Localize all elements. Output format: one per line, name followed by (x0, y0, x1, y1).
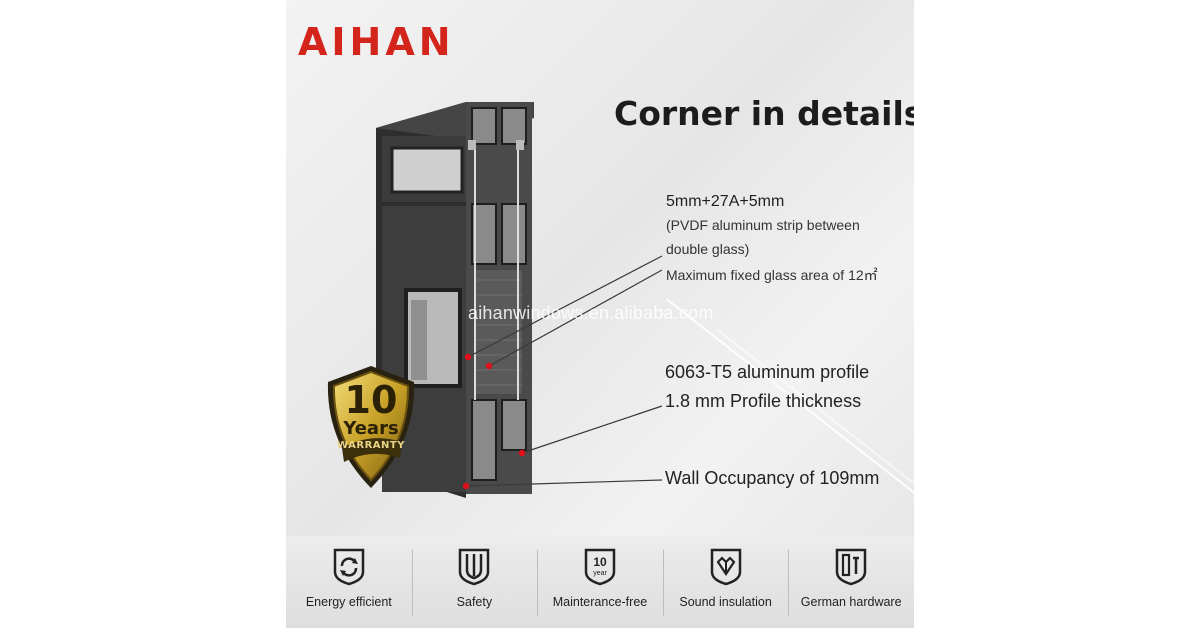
warranty-number: 10 (344, 378, 398, 422)
warranty-shield-icon (327, 366, 415, 488)
warranty-label: WARRANTY (337, 440, 405, 451)
feature-label: Safety (456, 595, 493, 609)
icon-text: year (593, 570, 607, 577)
brand-logo: AIHAN (298, 20, 455, 64)
feature-label: Energy efficient (305, 595, 392, 609)
ten-year-icon: 10 year (584, 548, 616, 586)
sound-icon (710, 548, 741, 586)
feature-maintenance-free: 10 year Mainterance-free (537, 536, 663, 628)
wall-occupancy-spec: Wall Occupancy of 109mm (665, 468, 880, 488)
hardware-icon (835, 548, 867, 586)
watermark: aihanwindows.en.alibaba.com (468, 303, 714, 323)
feature-energy-efficient: Energy efficient (286, 536, 412, 628)
glass-spec-line: (PVDF aluminum strip between (666, 217, 860, 233)
feature-label: Mainterance-free (552, 595, 648, 609)
glass-spec-title: 5mm+27A+5mm (666, 193, 785, 210)
feature-label: German hardware (800, 595, 902, 609)
glass-area-spec: Maximum fixed glass area of 12㎡ (666, 267, 878, 283)
feature-strip: Energy efficient Safety 10 year Maintera… (286, 536, 914, 628)
page-title: Corner in details (614, 94, 914, 133)
window-corner-illustration (376, 102, 534, 498)
glass-spec-line: double glass) (666, 241, 750, 257)
feature-sound-insulation: Sound insulation (662, 536, 789, 628)
shield-icon (459, 548, 490, 586)
feature-label: Sound insulation (679, 595, 772, 609)
product-panel: AIHAN Corner in details (286, 0, 914, 628)
warranty-years: Years (343, 418, 399, 439)
thickness-spec: 1.8 mm Profile thickness (665, 391, 862, 411)
icon-text: 10 (593, 555, 607, 569)
energy-icon (333, 548, 365, 586)
feature-safety: Safety (411, 536, 538, 628)
leader-lines (462, 255, 663, 490)
feature-german-hardware: German hardware (788, 536, 914, 628)
profile-spec: 6063-T5 aluminum profile (665, 362, 870, 382)
